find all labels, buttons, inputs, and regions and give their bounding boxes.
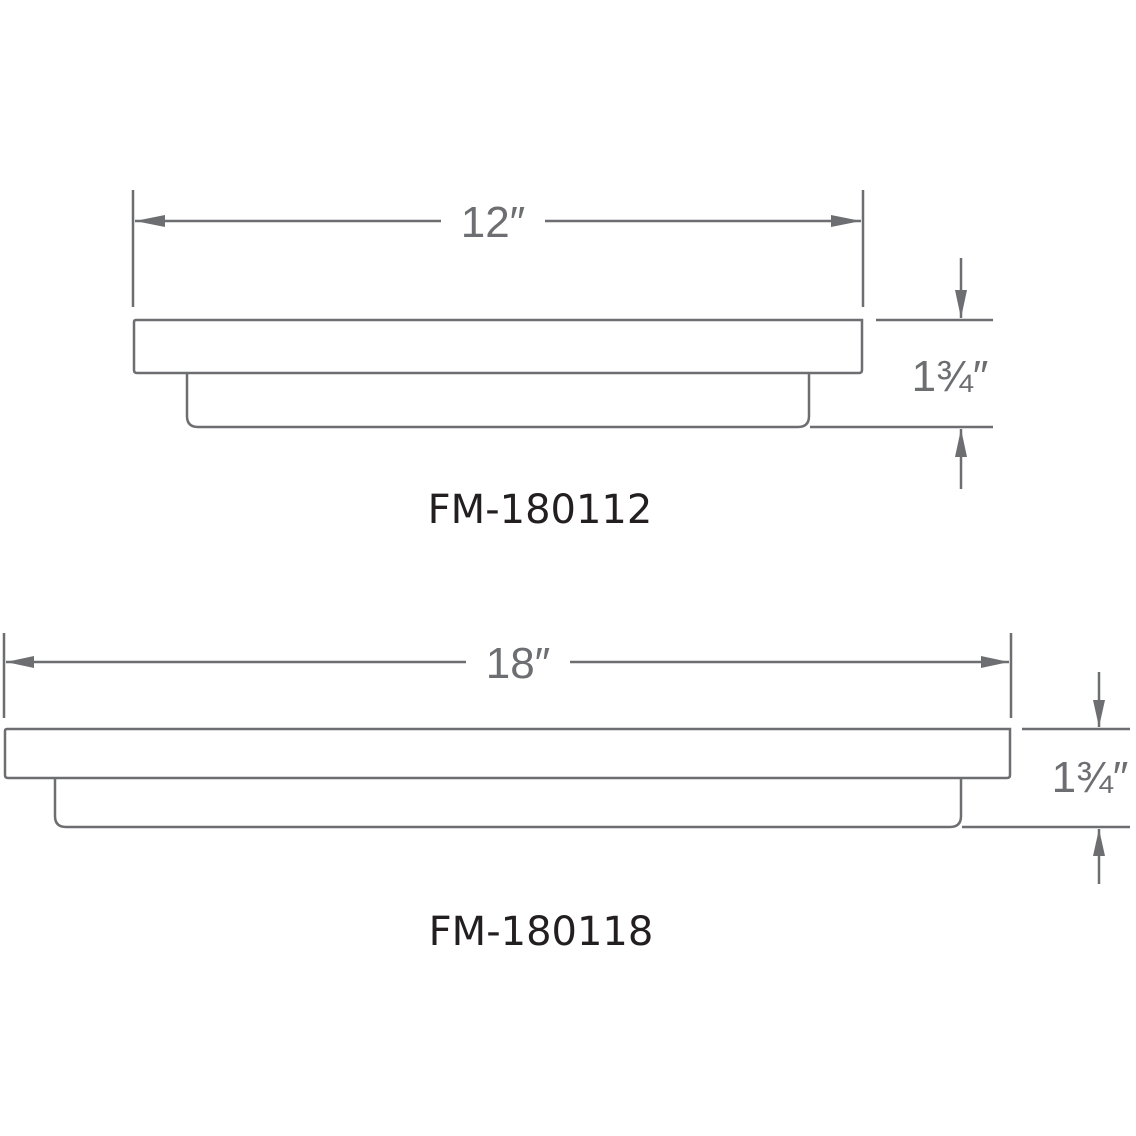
- arrow-left-icon: [135, 215, 165, 227]
- fixture-lens: [53, 778, 963, 829]
- arrow-up-icon: [1093, 829, 1105, 856]
- width-label: 12″: [461, 198, 526, 247]
- fixture-lens: [185, 373, 811, 429]
- arrow-down-icon: [955, 290, 967, 318]
- arrow-down-icon: [1093, 700, 1105, 727]
- fixture-top-plate: [132, 318, 864, 375]
- fixture-180118: 18″ 1¾″ FM-180118: [2, 633, 1130, 955]
- arrow-left-icon: [6, 656, 34, 668]
- model-label: FM-180112: [428, 487, 653, 533]
- fixture-top-plate: [3, 727, 1012, 780]
- model-label: FM-180118: [429, 909, 654, 955]
- width-label: 18″: [486, 639, 551, 688]
- height-label: 1¾″: [1052, 753, 1129, 802]
- height-label: 1¾″: [912, 352, 989, 401]
- fixture-180112: 12″ 1¾″ FM-180112: [131, 190, 993, 533]
- arrow-up-icon: [955, 429, 967, 457]
- arrow-right-icon: [831, 215, 861, 227]
- arrow-right-icon: [981, 656, 1009, 668]
